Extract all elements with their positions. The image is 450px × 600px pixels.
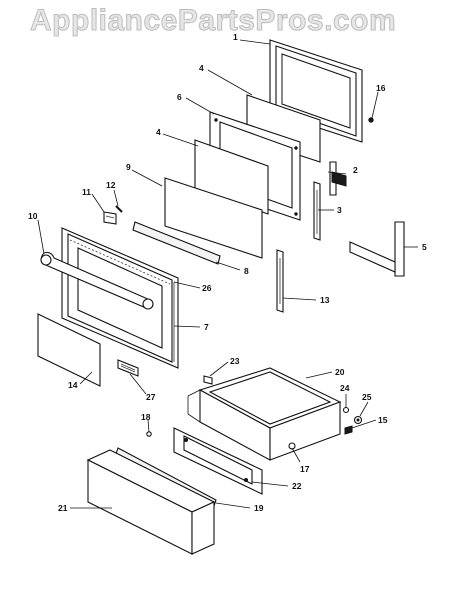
part-9-glass-panel [164, 177, 263, 259]
callout-13: 13 [320, 295, 330, 305]
part-3-hinge-receiver [313, 181, 321, 241]
callout-22: 22 [292, 481, 302, 491]
part-18-screw [146, 431, 152, 437]
part-14-small-panel [37, 313, 101, 387]
callout-5: 5 [422, 242, 427, 252]
callout-25: 25 [362, 392, 372, 402]
callout-21: 21 [58, 503, 68, 513]
callout-24: 24 [340, 383, 350, 393]
part-20-drawer [187, 367, 342, 461]
part-10-handle [40, 251, 154, 310]
callout-1: 1 [233, 32, 238, 42]
part-12-screw [115, 205, 123, 213]
callout-26: 26 [202, 283, 212, 293]
leader-lines [37, 39, 418, 509]
part-4-upper-glass [246, 94, 321, 163]
callout-15: 15 [378, 415, 388, 425]
callout-27: 27 [146, 392, 156, 402]
callout-20: 20 [335, 367, 345, 377]
part-8-trim-strip [132, 221, 221, 265]
callout-19: 19 [254, 503, 264, 513]
callout-3: 3 [337, 205, 342, 215]
part-5-side-trim [349, 221, 405, 277]
part-17-roller [288, 442, 296, 450]
callout-4-upper: 4 [199, 63, 204, 73]
callout-14: 14 [68, 380, 78, 390]
callout-11: 11 [82, 187, 91, 197]
part-7-inner-door-liner [61, 227, 179, 369]
callout-2: 2 [353, 165, 358, 175]
callout-10: 10 [28, 211, 38, 221]
part-23-clip [203, 375, 213, 385]
watermark: AppliancePartsPros.com [29, 4, 397, 38]
callout-17: 17 [300, 464, 310, 474]
part-27-vent [117, 359, 139, 377]
part-4-lower-glass [194, 139, 269, 215]
part-25-washer [353, 415, 363, 425]
callout-labels: 1 2 3 4 4 5 6 7 8 9 10 11 12 13 14 15 16… [28, 32, 427, 513]
callout-4-lower: 4 [156, 127, 161, 137]
part-24-bolt [342, 406, 350, 414]
callout-9: 9 [126, 162, 131, 172]
part-22-drawer-rail [173, 427, 263, 495]
callout-23: 23 [230, 356, 240, 366]
callout-8: 8 [244, 266, 249, 276]
callout-16: 16 [376, 83, 386, 93]
callout-12: 12 [106, 180, 116, 190]
part-21-drawer-front [86, 449, 216, 555]
part-15-screw [344, 425, 353, 435]
part-13-bracket [276, 249, 284, 313]
part-2-hinge [329, 161, 347, 196]
callout-6: 6 [177, 92, 182, 102]
part-11-bracket [103, 211, 117, 225]
part-16-screw [368, 117, 374, 123]
callout-18: 18 [141, 412, 151, 422]
callout-7: 7 [204, 322, 209, 332]
